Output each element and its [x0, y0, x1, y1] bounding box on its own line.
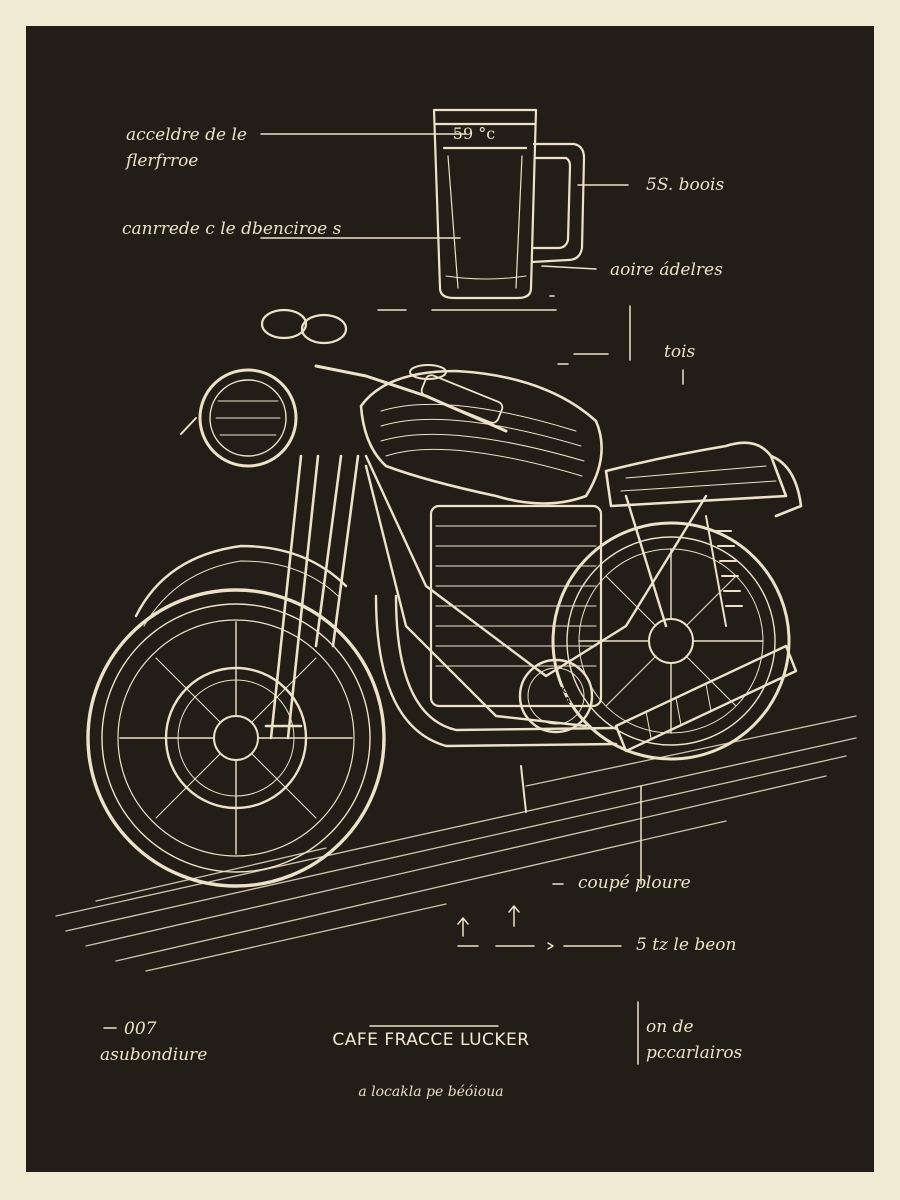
engine-cover-line-2: TECKA	[541, 696, 571, 705]
annotation-bottom-left-line-1: 007	[124, 1019, 157, 1039]
road-lines	[55, 715, 857, 972]
poster-title: CAFE FRACCE LUCKER	[332, 1030, 530, 1050]
rear-shock	[705, 515, 743, 627]
annotation-exhaust: coupé ploure	[578, 873, 691, 893]
annotation-mug-base: aoire ádelres	[610, 260, 723, 280]
fuel-tank	[359, 364, 603, 505]
annotation-bottom-right-line-2: pccarlairos	[646, 1043, 743, 1063]
frame	[364, 454, 708, 728]
coffee-mug-icon	[432, 108, 586, 300]
headlight-icon	[180, 368, 298, 468]
rear-wheel	[551, 521, 791, 761]
annotation-top-left-line-2: flerfrroe	[126, 151, 199, 171]
front-fender	[134, 544, 348, 618]
poster: 59 °c ROOKT TECKA acceldre de le flerfrr…	[26, 26, 874, 1172]
annotation-lower-right: 5 tz le beon	[636, 935, 737, 955]
annotation-top-left-line-1: acceldre de le	[126, 125, 247, 145]
front-wheel	[86, 588, 386, 888]
front-fork	[264, 454, 360, 740]
engine-cover-line-1: ROOKT	[540, 686, 572, 695]
handlebar	[314, 364, 508, 433]
seat	[604, 441, 803, 518]
annotation-seat: tois	[664, 342, 696, 362]
annotation-bottom-left-line-2: asubondiure	[100, 1045, 208, 1065]
annotation-bottom-right: on de pccarlairos	[646, 1014, 742, 1066]
exhaust-pipe	[374, 594, 798, 753]
annotation-bottom-left: 007 asubondiure	[100, 1016, 207, 1068]
leader-lines	[103, 133, 684, 1065]
motorcycle-illustration	[55, 108, 857, 1065]
gauges	[260, 308, 348, 345]
annotation-top-left: acceldre de le flerfrroe	[126, 122, 247, 174]
mug-temperature: 59 °c	[452, 124, 496, 143]
annotation-mid-left: canrrede c le dbenciroe s	[122, 219, 342, 239]
poster-subtitle: a locakla pe béóioua	[358, 1084, 504, 1100]
annotation-handle: 5S. boois	[646, 175, 725, 195]
annotation-bottom-right-line-1: on de	[646, 1017, 694, 1037]
engine-block	[429, 504, 603, 734]
engine-cover-text: ROOKT TECKA	[534, 686, 578, 706]
